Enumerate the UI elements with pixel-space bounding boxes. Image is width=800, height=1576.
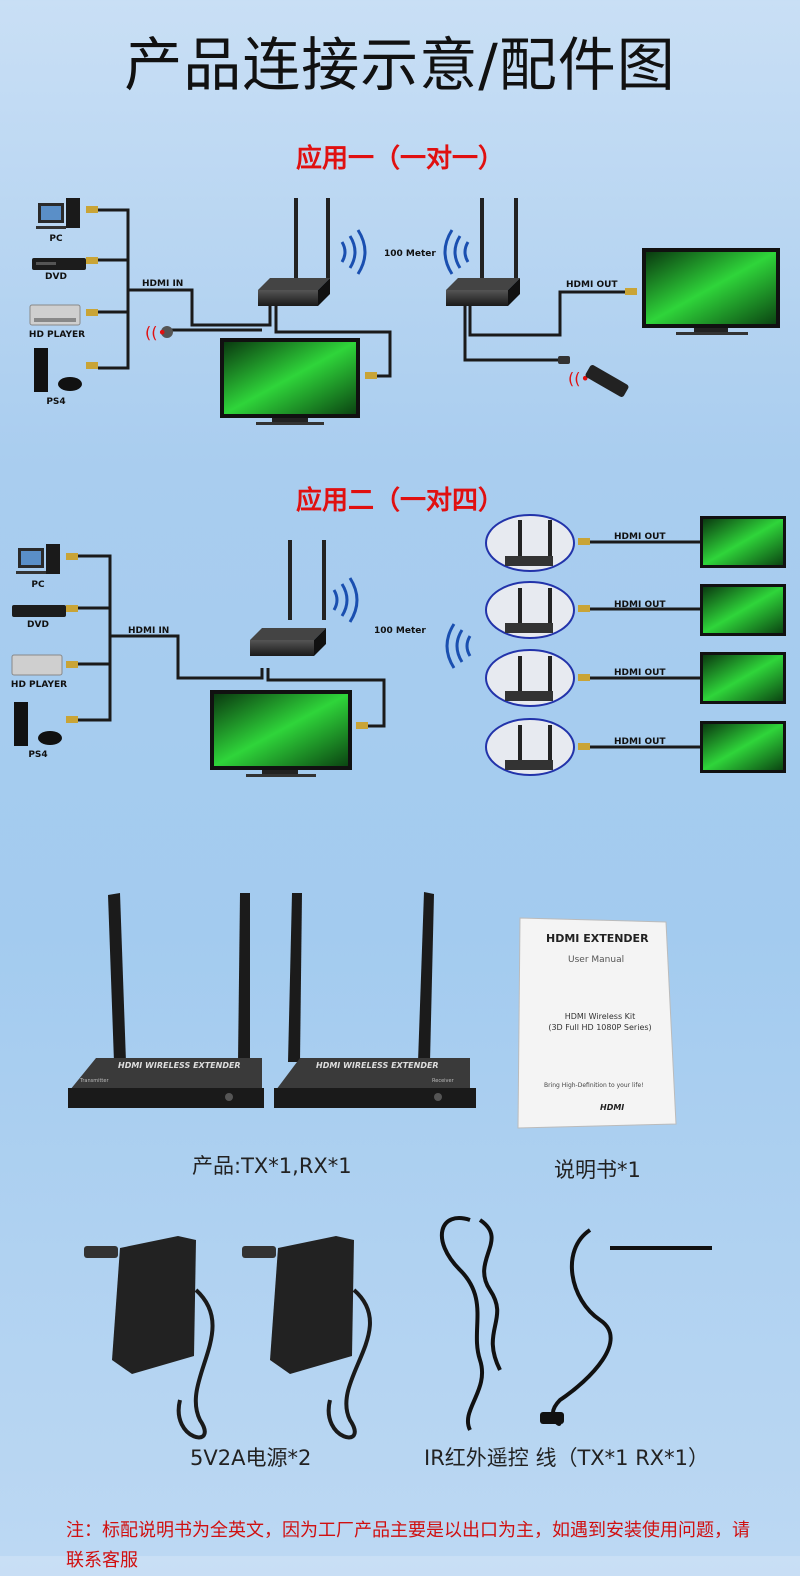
tx-rx-devices-photo (68, 892, 476, 1108)
local-tv-app1 (220, 338, 377, 425)
app2-hdmi-out-label-1: HDMI OUT (614, 532, 666, 542)
ps4-icon (34, 348, 82, 392)
power-adapter-photo-2 (242, 1236, 372, 1440)
cables-app2 (78, 554, 386, 728)
manual-kit-line2: (3D Full HD 1080P Series) (548, 1023, 652, 1032)
app2-heading: 应用二（一对四） (295, 486, 504, 516)
remote-tv-app1 (625, 248, 780, 335)
app2-hdmi-out-label-2: HDMI OUT (614, 600, 666, 610)
app2-source-ps4: PS4 (28, 750, 48, 760)
tx-device-app1 (258, 198, 330, 306)
manual-header: HDMI EXTENDER (546, 932, 649, 945)
power-caption: 5V2A电源*2 (190, 1446, 312, 1470)
app2-distance-label: 100 Meter (374, 626, 426, 636)
ir-wave-icon-2: ((• (568, 369, 590, 388)
app1-source-ps4: PS4 (46, 397, 66, 407)
dvd-icon-2 (12, 605, 66, 617)
hdmi-plugs-app1 (86, 206, 98, 369)
app1-distance-label: 100 Meter (384, 249, 436, 259)
rx-label-text: Receiver (432, 1078, 454, 1084)
user-manual-photo (517, 917, 677, 1129)
rx-device-app1 (446, 198, 520, 306)
app2-hdmi-out-label-4: HDMI OUT (614, 737, 666, 747)
app1-hdmi-in-label: HDMI IN (142, 279, 184, 289)
app2-hdmi-out-label-3: HDMI OUT (614, 668, 666, 678)
rx-brand-text: HDMI WIRELESS EXTENDER (316, 1061, 439, 1070)
dvd-icon (32, 258, 86, 270)
hdmi-plugs-app2 (66, 553, 78, 723)
hd-player-icon-2 (11, 654, 63, 676)
ir-cable-caption: IR红外遥控 线（TX*1 RX*1） (424, 1446, 710, 1470)
wireless-wave-icon-app2 (332, 577, 472, 669)
remote-control-icon (585, 365, 629, 397)
app2-source-dvd: DVD (27, 620, 49, 630)
pc-icon-2 (16, 544, 60, 574)
receiver-group-2 (485, 581, 786, 639)
products-caption: 产品:TX*1,RX*1 (192, 1154, 352, 1178)
tx-brand-text: HDMI WIRELESS EXTENDER (118, 1061, 241, 1070)
ps4-icon-2 (14, 702, 62, 746)
wireless-wave-icon-rx (443, 229, 470, 275)
receiver-group-3 (485, 649, 786, 707)
manual-subheader: User Manual (568, 955, 625, 965)
ir-emitter-icon (558, 356, 570, 364)
ir-cable-rx-photo (551, 1228, 712, 1426)
tx-label-text: Transmitter (80, 1078, 109, 1084)
app1-source-dvd: DVD (45, 272, 67, 282)
app1-hdmi-out-label: HDMI OUT (566, 280, 618, 290)
app1-source-pc: PC (49, 234, 63, 244)
manual-caption: 说明书*1 (554, 1158, 641, 1182)
manual-logo-text: HDMI (600, 1103, 625, 1112)
receiver-group-1 (485, 514, 786, 572)
wireless-wave-icon (340, 229, 367, 275)
manual-tagline: Bring High-Definition to your life! (544, 1082, 644, 1089)
page-title: 产品连接示意/配件图 (124, 31, 676, 99)
ir-wave-icon: ((• (145, 323, 167, 342)
tx-device-app2 (250, 540, 326, 656)
ir-receiver-head-icon (540, 1412, 564, 1424)
local-tv-app2 (210, 690, 368, 777)
app1-source-hdplayer: HD PLAYER (28, 330, 86, 340)
app2-hdmi-in-label: HDMI IN (128, 626, 170, 636)
cables-app1 (98, 208, 625, 378)
ir-sensor-icon (161, 326, 173, 338)
power-adapter-photo-1 (84, 1236, 215, 1440)
footer-note: 注：标配说明书为全英文，因为工厂产品主要是以出口为主，如遇到安装使用问题，请联系… (66, 1520, 750, 1571)
hd-player-icon (29, 304, 81, 326)
app2-source-pc: PC (31, 580, 45, 590)
app1-heading: 应用一（一对一） (295, 144, 504, 174)
pc-icon (36, 198, 80, 229)
app2-source-hdplayer: HD PLAYER (10, 680, 68, 690)
manual-kit-line1: HDMI Wireless Kit (564, 1012, 636, 1021)
receiver-group-4 (485, 718, 786, 776)
ir-cable-tx-photo (440, 1216, 502, 1431)
